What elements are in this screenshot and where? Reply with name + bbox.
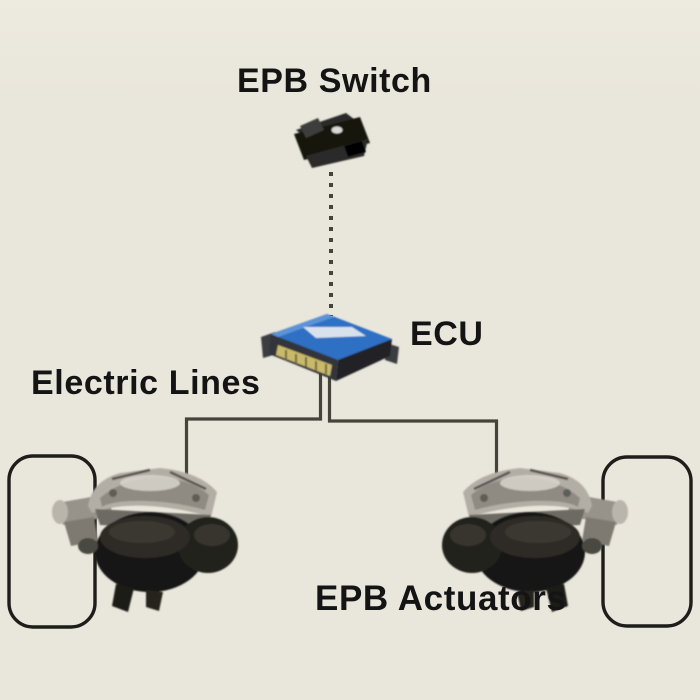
epb-switch-label: EPB Switch [237, 62, 432, 100]
electric-line-right [327, 363, 499, 495]
ecu-icon [261, 314, 399, 381]
ecu-side-face [336, 339, 392, 381]
epb-switch-icon [294, 113, 370, 168]
switch-highlight [331, 126, 343, 134]
electric-lines-label: Electric Lines [31, 364, 261, 402]
ecu-label: ECU [410, 315, 484, 353]
left-epb-actuator-icon [52, 468, 238, 612]
electric-line-left [184, 363, 323, 500]
ecu-connector-strip [276, 345, 332, 376]
ecu-label-slot [303, 327, 366, 338]
right-wheel-outline [601, 455, 693, 628]
epb-actuators-label: EPB Actuators [315, 579, 567, 618]
